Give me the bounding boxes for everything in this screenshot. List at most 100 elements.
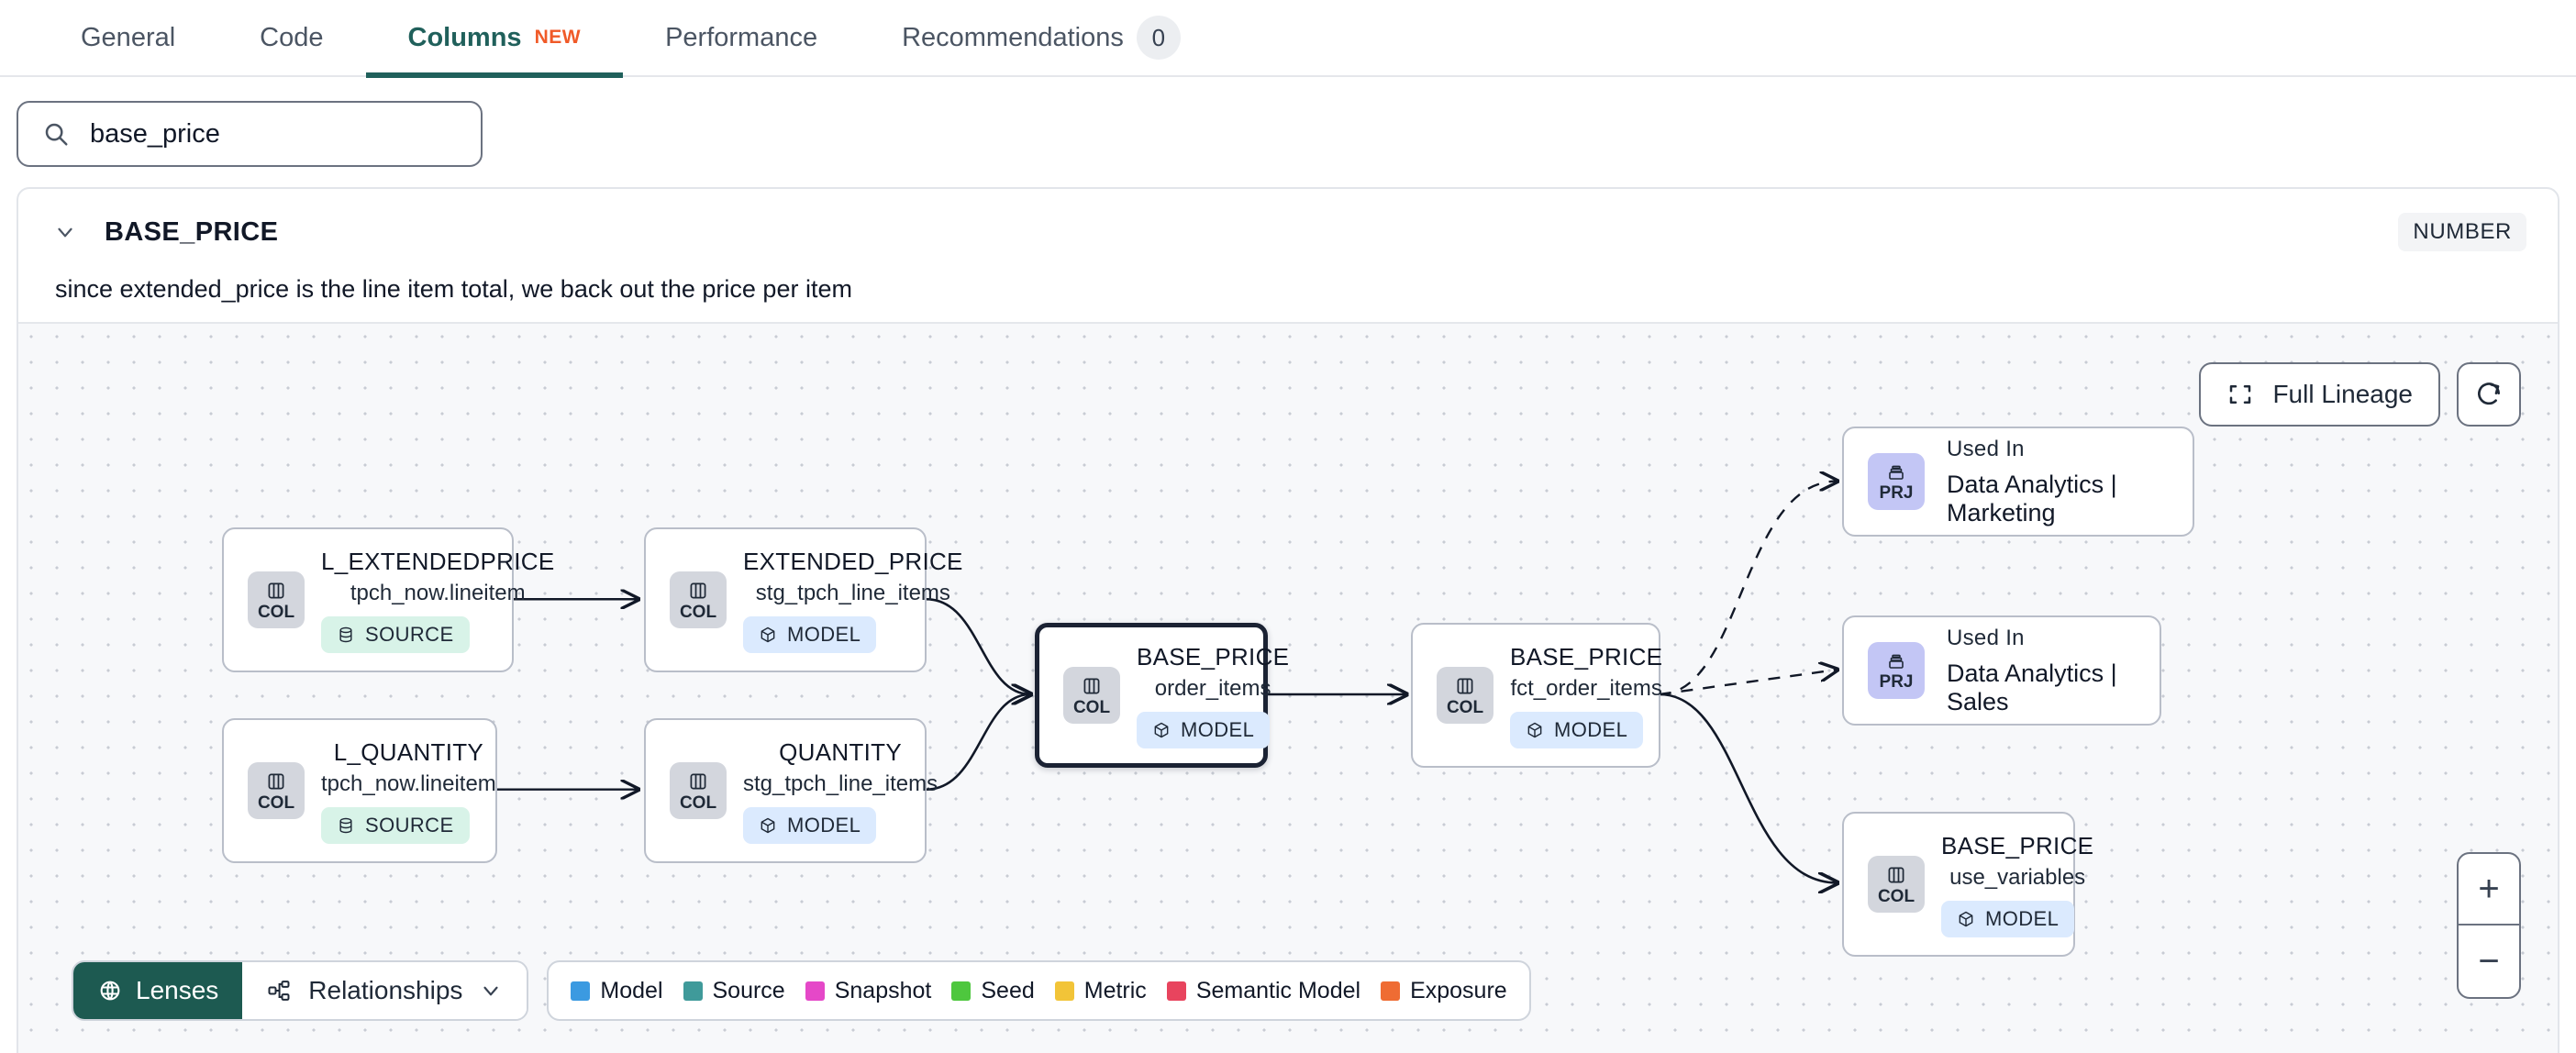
tab-general[interactable]: General xyxy=(39,0,217,76)
node-subtitle: tpch_now.lineitem xyxy=(321,770,496,796)
full-lineage-button[interactable]: Full Lineage xyxy=(2199,362,2440,427)
node-type-pill: MODEL xyxy=(1137,711,1271,748)
column-type-badge: NUMBER xyxy=(2398,213,2526,251)
legend-item-source: Source xyxy=(683,978,785,1004)
col-badge-label: COL xyxy=(679,793,717,813)
page-title: BASE_PRICE xyxy=(105,216,279,247)
node-type-pill: SOURCE xyxy=(321,615,470,653)
node-subtitle: order_items xyxy=(1154,675,1271,701)
legend-swatch xyxy=(1166,981,1186,1001)
legend-item-semantic-model: Semantic Model xyxy=(1166,977,1361,1004)
legend-label: Semantic Model xyxy=(1195,977,1361,1003)
refresh-button[interactable] xyxy=(2457,362,2521,427)
search-input[interactable] xyxy=(90,118,457,150)
node-title: L_EXTENDEDPRICE xyxy=(321,547,555,575)
node-project-name: Data Analytics | Marketing xyxy=(1947,470,2117,526)
prj-badge: PRJ xyxy=(1868,642,1925,699)
zoom-in-button[interactable]: + xyxy=(2459,854,2519,926)
legend-label: Model xyxy=(600,977,663,1003)
node-type-pill: MODEL xyxy=(1941,900,2075,937)
relationships-label: Relationships xyxy=(308,976,463,1004)
lineage-node-l-quantity[interactable]: COL L_QUANTITY tpch_now.lineitem SOURCE xyxy=(222,718,497,863)
node-type-pill-label: MODEL xyxy=(787,622,861,646)
tab-label: Columns xyxy=(407,22,522,52)
legend-swatch xyxy=(571,981,591,1001)
node-subtitle: fct_order_items xyxy=(1510,675,1662,701)
tab-code[interactable]: Code xyxy=(217,0,365,76)
prj-badge-label: PRJ xyxy=(1879,483,1914,503)
node-title: BASE_PRICE xyxy=(1510,642,1663,671)
refresh-icon xyxy=(2474,380,2504,409)
relationships-icon xyxy=(266,978,292,1003)
zoom-out-button[interactable]: − xyxy=(2478,940,2500,981)
col-badge: COL xyxy=(670,762,727,819)
chevron-down-icon[interactable] xyxy=(50,220,81,244)
node-type-pill-label: MODEL xyxy=(1181,717,1255,741)
lineage-node-project-sales[interactable]: PRJ Used In Data Analytics | Sales xyxy=(1842,615,2161,726)
legend-swatch xyxy=(683,981,703,1001)
lenses-label: Lenses xyxy=(136,976,219,1004)
lineage-node-l-extendedprice[interactable]: COL L_EXTENDEDPRICE tpch_now.lineitem SO… xyxy=(222,527,554,672)
legend-item-seed: Seed xyxy=(951,978,1035,1004)
node-project-name: Data Analytics | Sales xyxy=(1947,659,2117,715)
lineage-legend: Model Source Snapshot Seed Metric xyxy=(547,960,1531,1021)
tab-label: General xyxy=(81,22,176,52)
col-badge-label: COL xyxy=(1446,698,1484,717)
node-type-pill-label: MODEL xyxy=(787,813,861,837)
legend-swatch xyxy=(951,981,972,1001)
node-title: L_QUANTITY xyxy=(333,737,484,766)
column-card: BASE_PRICE NUMBER since extended_price i… xyxy=(17,187,2559,1053)
legend-label: Exposure xyxy=(1410,977,1507,1003)
legend-swatch xyxy=(1054,981,1074,1001)
relationships-dropdown[interactable]: Relationships xyxy=(242,962,527,1019)
lineage-canvas[interactable]: COL L_EXTENDEDPRICE tpch_now.lineitem SO… xyxy=(18,322,2558,1053)
legend-item-metric: Metric xyxy=(1054,977,1147,1004)
full-lineage-label: Full Lineage xyxy=(2272,380,2413,408)
col-badge: COL xyxy=(248,762,305,819)
lineage-node-project-marketing[interactable]: PRJ Used In Data Analytics | Marketing xyxy=(1842,427,2194,537)
tab-label: Recommendations xyxy=(902,22,1124,52)
node-type-pill: MODEL xyxy=(743,806,877,844)
col-badge-label: COL xyxy=(679,603,717,622)
col-badge: COL xyxy=(1437,667,1493,724)
lineage-node-base-price-fct-order-items[interactable]: COL BASE_PRICE fct_order_items MODEL xyxy=(1411,623,1663,768)
search-area xyxy=(0,77,2576,187)
tab-new-badge: NEW xyxy=(534,27,582,48)
node-title: EXTENDED_PRICE xyxy=(743,547,963,575)
tab-label: Performance xyxy=(665,22,818,52)
legend-item-exposure: Exposure xyxy=(1381,978,1507,1004)
lenses-group: Lenses Relationships xyxy=(72,960,529,1021)
tab-performance[interactable]: Performance xyxy=(623,0,860,76)
lineage-node-base-price-order-items[interactable]: COL BASE_PRICE order_items MODEL xyxy=(1035,623,1289,768)
legend-label: Snapshot xyxy=(834,977,932,1003)
lineage-node-extended-price[interactable]: COL EXTENDED_PRICE stg_tpch_line_items M… xyxy=(644,527,962,672)
node-type-pill-label: SOURCE xyxy=(365,622,454,646)
col-badge-label: COL xyxy=(257,793,295,813)
tab-columns[interactable]: Columns NEW xyxy=(365,0,624,78)
node-subtitle: use_variables xyxy=(1949,864,2086,890)
prj-badge: PRJ xyxy=(1868,453,1925,510)
lenses-button[interactable]: Lenses xyxy=(73,962,243,1019)
legend-label: Metric xyxy=(1083,977,1147,1003)
tab-recommendations[interactable]: Recommendations 0 xyxy=(860,0,1223,76)
col-badge: COL xyxy=(248,571,305,628)
tab-bar: General Code Columns NEW Performance Rec… xyxy=(0,0,2576,78)
col-badge: COL xyxy=(1868,856,1925,913)
tab-label: Code xyxy=(260,22,324,52)
lineage-node-base-price-use-variables[interactable]: COL BASE_PRICE use_variables MODEL xyxy=(1842,812,2093,957)
search-box[interactable] xyxy=(17,101,483,167)
lens-icon xyxy=(97,978,123,1003)
prj-badge-label: PRJ xyxy=(1879,672,1914,692)
col-badge-label: COL xyxy=(1072,698,1111,717)
node-subtitle: tpch_now.lineitem xyxy=(350,580,526,605)
legend-label: Source xyxy=(712,977,785,1003)
node-title: BASE_PRICE xyxy=(1137,642,1290,671)
lineage-node-quantity[interactable]: COL QUANTITY stg_tpch_line_items MODEL xyxy=(644,718,938,863)
lineage-controls: Full Lineage xyxy=(2199,362,2521,427)
recommendations-count-badge: 0 xyxy=(1136,16,1181,60)
node-type-pill: MODEL xyxy=(743,615,877,653)
legend-item-snapshot: Snapshot xyxy=(805,977,932,1004)
legend-item-model: Model xyxy=(571,977,663,1004)
search-icon xyxy=(42,120,70,148)
col-badge: COL xyxy=(1063,667,1120,724)
